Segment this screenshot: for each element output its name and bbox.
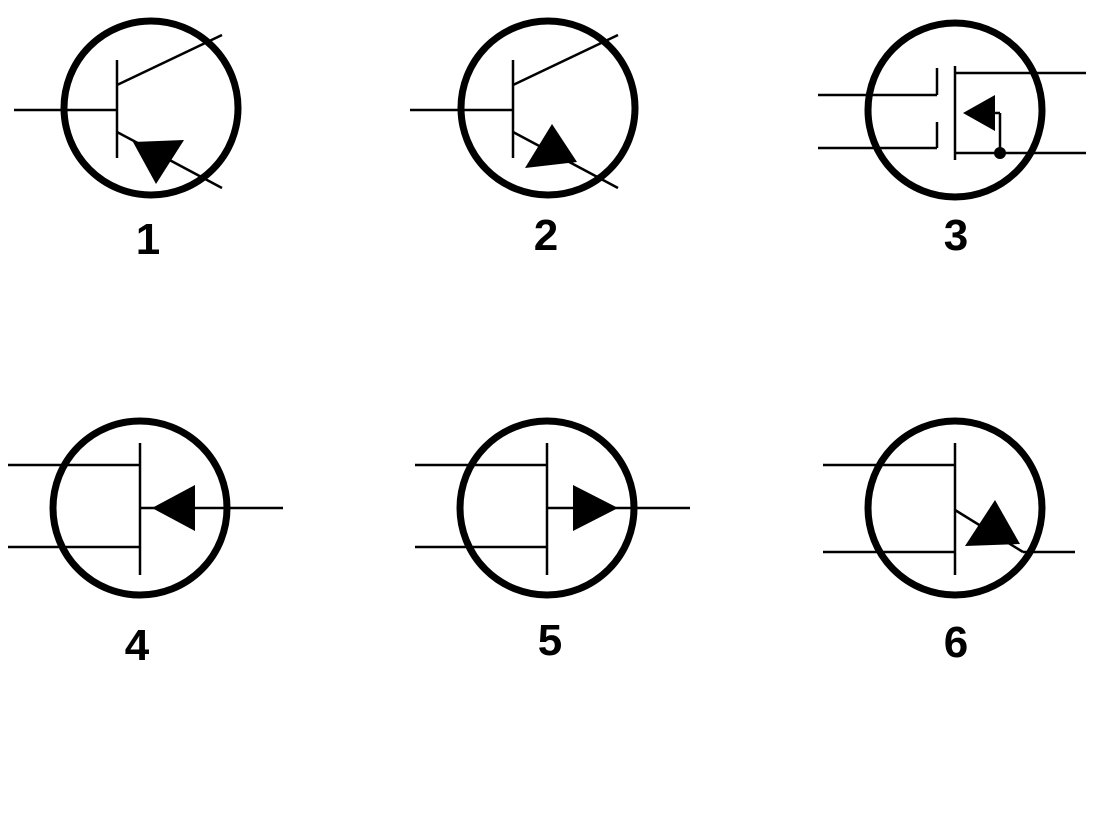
symbol-6: 6 — [823, 417, 1075, 667]
pnp-transistor-icon — [410, 17, 639, 199]
jfet-arrow-out-icon — [415, 417, 690, 599]
mosfet-icon — [818, 19, 1086, 201]
symbol-label-4: 4 — [125, 621, 150, 670]
igbt-icon — [823, 417, 1075, 599]
symbol-label-2: 2 — [534, 211, 558, 260]
symbol-label-5: 5 — [538, 616, 562, 665]
jfet-arrow-in-icon — [8, 417, 283, 599]
symbol-1: 1 — [14, 17, 242, 264]
symbol-label-6: 6 — [944, 618, 968, 667]
symbol-2: 2 — [410, 17, 639, 260]
symbol-3: 3 — [818, 19, 1086, 260]
npn-transistor-icon — [14, 17, 242, 199]
symbol-4: 4 — [8, 417, 283, 670]
symbol-label-1: 1 — [136, 215, 160, 264]
symbol-5: 5 — [415, 417, 690, 665]
symbol-label-3: 3 — [944, 211, 968, 260]
